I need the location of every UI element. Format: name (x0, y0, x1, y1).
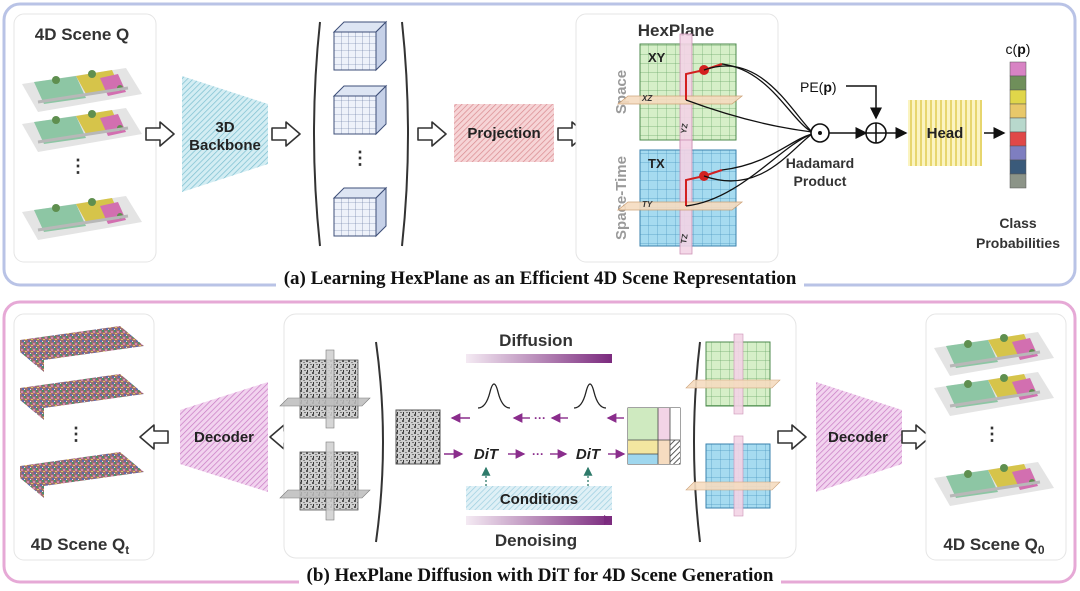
class-prob-segment (1009, 117, 1027, 133)
class-prob-segment (1009, 159, 1027, 175)
gaussian-2 (573, 383, 607, 409)
plane-tz-label: TZ (679, 233, 690, 244)
hadamard-product: Hadamard Product (786, 123, 854, 189)
packed-hexplane-tile (627, 407, 681, 465)
conditions-block: Conditions (466, 486, 612, 510)
denoising-label: Denoising (495, 531, 577, 550)
spacetime-label: Space-Time (613, 156, 630, 240)
plane-ty (616, 201, 744, 211)
space-label: Space (613, 70, 630, 114)
cp-label: c(p) (1006, 41, 1031, 57)
decoder-right-label: Decoder (828, 429, 888, 446)
noise-map (395, 409, 441, 465)
feature-cube-3 (333, 187, 387, 237)
arrow-to-projection (417, 121, 447, 147)
plane-xz-label: XZ (641, 94, 653, 103)
feature-volume-stack: ⋮ (313, 21, 409, 247)
class-prob-segment (1009, 75, 1027, 91)
backbone-block: 3D Backbone (182, 76, 268, 192)
hadamard-label-1: Hadamard (786, 155, 854, 171)
projection-block: Projection (454, 104, 554, 162)
class-prob-segment (1009, 131, 1027, 147)
plane-xy-label: XY (648, 50, 666, 65)
head-label: Head (927, 125, 964, 142)
feature-lines (685, 63, 813, 207)
class-prob-segment (1009, 89, 1027, 105)
head-block: Head (908, 100, 982, 166)
denoising-dots: ··· (532, 447, 544, 461)
gaussian-1 (477, 383, 511, 409)
scene-qt-output: ⋮ 4D Scene Qt (13, 313, 155, 561)
scene-q-input: 4D Scene Q ⋮ (13, 13, 157, 263)
feature-ellipsis: ⋮ (351, 148, 369, 168)
backbone-label-2: Backbone (189, 137, 261, 154)
hadamard-label-2: Product (794, 173, 847, 189)
decoder-left: Decoder (180, 382, 268, 492)
decoder-left-label: Decoder (194, 429, 254, 446)
conditions-label: Conditions (500, 491, 578, 508)
scene-q-ellipsis: ⋮ (69, 156, 87, 176)
hexplane-block: HexPlane Space Space-Time XY XZ YZ TX TY… (575, 13, 779, 263)
class-probability-bar (1009, 61, 1027, 189)
pe-label: PE(p) (800, 79, 837, 95)
plane-xz (616, 95, 744, 105)
plane-ty-label: TY (642, 200, 653, 209)
caption-b: (b) HexPlane Diffusion with DiT for 4D S… (0, 565, 1080, 587)
class-prob-segment (1009, 145, 1027, 161)
scene-qt-ellipsis: ⋮ (67, 424, 85, 444)
denoising-gradient (466, 516, 612, 525)
feature-cube-2 (333, 85, 387, 135)
class-prob-segment (1009, 103, 1027, 119)
projection-label: Projection (467, 125, 540, 142)
class-label-2: Probabilities (976, 235, 1060, 251)
caption-a: (a) Learning HexPlane as an Efficient 4D… (0, 268, 1080, 290)
backbone-label-1: 3D (215, 119, 234, 136)
plane-yz-label: YZ (679, 123, 690, 135)
positional-sum (865, 122, 887, 144)
scene-q0-ellipsis: ⋮ (983, 424, 1001, 444)
class-prob-segment (1009, 61, 1027, 77)
diffusion-label: Diffusion (499, 331, 573, 350)
noisy-hexplane (279, 341, 384, 543)
hexplane-title: HexPlane (638, 21, 715, 40)
decoder-right: Decoder (816, 382, 902, 492)
diffusion-dots: ··· (534, 411, 546, 425)
dit-2: DiT (576, 446, 602, 463)
class-prob-segment (1009, 173, 1027, 189)
diffusion-gradient (466, 354, 612, 363)
feature-cube-1 (333, 21, 387, 71)
scene-qt-label: 4D Scene Qt (31, 535, 130, 557)
class-label-1: Class (999, 215, 1037, 231)
scene-q-title: 4D Scene Q (35, 25, 130, 44)
scene-q0-output: ⋮ 4D Scene Q0 (925, 313, 1067, 561)
scene-q0-label: 4D Scene Q0 (943, 535, 1045, 557)
plane-tx-label: TX (648, 156, 665, 171)
arrow-to-features (271, 121, 301, 147)
dit-1: DiT (474, 446, 500, 463)
clean-hexplane (685, 333, 781, 543)
